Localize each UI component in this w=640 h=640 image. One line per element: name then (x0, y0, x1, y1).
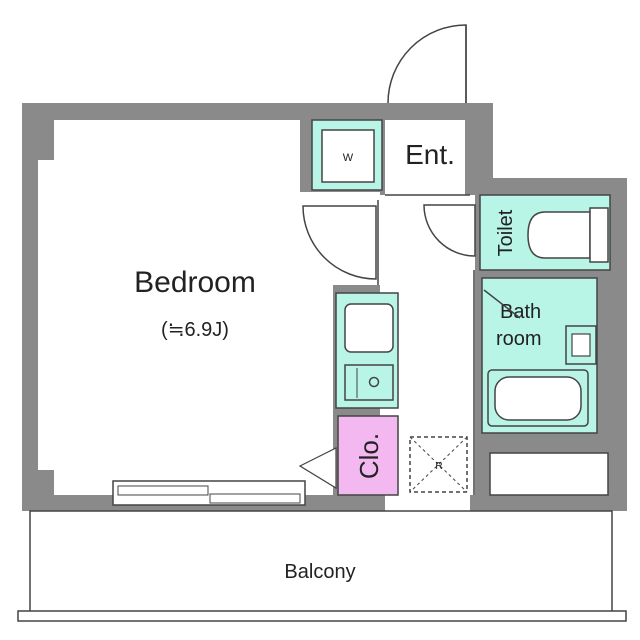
sink (344, 303, 394, 353)
washer-label: W (343, 152, 354, 164)
closet-label: Clo. (354, 433, 384, 479)
toilet-room: Toilet (479, 194, 611, 271)
bedroom-size-label: (≒6.9J) (161, 319, 229, 341)
entrance-floor (385, 120, 465, 195)
refrigerator-space: R (409, 436, 468, 493)
closet-door (298, 447, 337, 490)
entrance-label: Ent. (405, 139, 455, 170)
kitchen-counter (335, 292, 399, 409)
doors (302, 24, 521, 319)
bedroom-door (302, 205, 377, 280)
refrigerator-label: R (435, 461, 442, 472)
washer-area: W (311, 119, 383, 191)
bath-label-line2: room (496, 328, 542, 350)
bath-door (483, 289, 521, 319)
bedroom-floor (38, 120, 380, 495)
balcony: Balcony (17, 510, 627, 622)
bath-label-line1: Bath (500, 301, 541, 323)
bedroom-label: Bedroom (134, 266, 256, 299)
window-sliders (112, 480, 306, 506)
balcony-label: Balcony (284, 561, 355, 583)
toilet-label: Toilet (495, 209, 517, 256)
toilet-tank (589, 207, 609, 263)
toilet-door (423, 204, 476, 257)
burner-icon (368, 376, 380, 388)
toilet-bowl (527, 211, 591, 259)
closet: Clo. (298, 415, 399, 496)
bathtub-basin (494, 376, 582, 421)
entrance-door (387, 24, 467, 104)
partitions (377, 194, 475, 495)
storage-nook (489, 452, 609, 496)
